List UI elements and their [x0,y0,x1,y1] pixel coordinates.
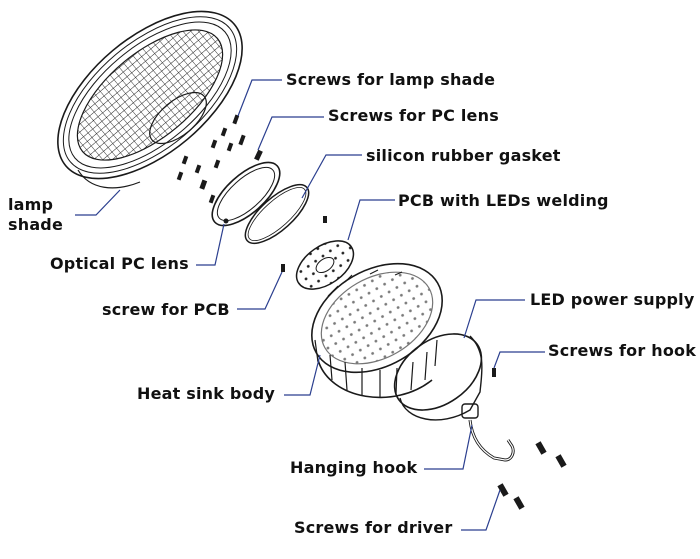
label-led-power-supply: LED power supply [530,290,695,309]
label-screws-for-pc-lens: Screws for PC lens [328,106,499,125]
label-hanging-hook: Hanging hook [290,458,418,477]
pcb-with-leds [295,240,355,290]
label-lamp-shade-line1: lamp [8,195,54,214]
silicon-rubber-gasket [244,183,310,245]
heat-sink-body [311,262,443,399]
label-screws-for-lamp-shade: Screws for lamp shade [286,70,496,89]
label-optical-pc-lens: Optical PC lens [50,254,189,273]
optical-pc-lens [211,161,281,227]
label-silicon-rubber-gasket: silicon rubber gasket [366,146,561,165]
label-pcb-with-leds-welding: PCB with LEDs welding [398,191,609,210]
screws-cluster [176,114,496,377]
led-power-supply [393,333,483,421]
label-screws-for-hook: Screws for hook [548,341,697,360]
hanging-hook [468,419,515,462]
label-lamp-shade-line2: shade [8,215,64,234]
label-heat-sink-body: Heat sink body [137,384,275,403]
driver-screws [497,441,567,510]
leader-lines [75,79,545,531]
label-screws-for-driver: Screws for driver [294,518,453,537]
lamp-shade [57,10,243,189]
label-screw-for-pcb: screw for PCB [102,300,230,319]
